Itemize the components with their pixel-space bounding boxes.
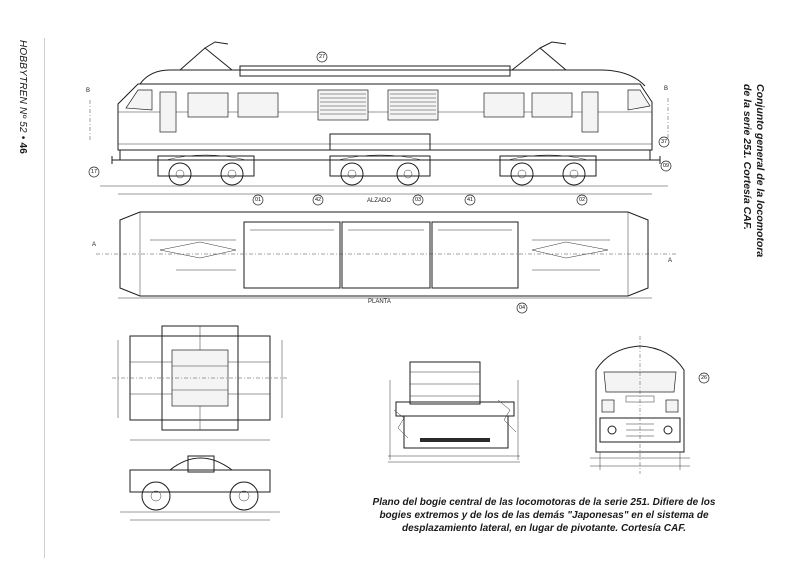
bogie-left bbox=[157, 154, 255, 186]
section-mark-a-left: A bbox=[92, 242, 96, 248]
bogie-side-view bbox=[120, 455, 280, 521]
callout-41: 41 bbox=[467, 197, 473, 203]
bogie-cross-section bbox=[388, 361, 520, 463]
plan-label: PLANTA bbox=[368, 299, 391, 305]
callout-27: 27 bbox=[319, 54, 325, 60]
callout-37: 37 bbox=[661, 139, 667, 145]
bogie-center bbox=[329, 154, 431, 186]
elevation-label: ALZADO bbox=[367, 198, 391, 204]
callout-02: 02 bbox=[579, 197, 585, 203]
locomotive-plan: PLANTA A A bbox=[92, 211, 676, 305]
callout-17: 17 bbox=[91, 169, 97, 175]
callout-01: 01 bbox=[255, 197, 261, 203]
callout-42: 42 bbox=[315, 197, 321, 203]
bogie-right bbox=[499, 154, 597, 186]
callout-09: 09 bbox=[663, 163, 669, 169]
elevation-callouts: 27 17 37 09 01 42 03 41 02 04 26 bbox=[88, 51, 710, 384]
section-mark-a-right: A bbox=[668, 258, 672, 264]
section-mark-b-right: B bbox=[664, 86, 668, 92]
page-frame bbox=[44, 38, 745, 558]
bogie-plan-view bbox=[112, 325, 288, 441]
callout-03: 03 bbox=[415, 197, 421, 203]
bottom-caption: Plano del bogie central de las locomotor… bbox=[372, 497, 716, 534]
locomotive-front-view bbox=[590, 336, 690, 474]
callout-26: 26 bbox=[701, 375, 707, 381]
locomotive-elevation: ALZADO B B bbox=[86, 41, 669, 204]
callout-04: 04 bbox=[519, 305, 525, 311]
section-mark-b-left: B bbox=[86, 88, 90, 94]
